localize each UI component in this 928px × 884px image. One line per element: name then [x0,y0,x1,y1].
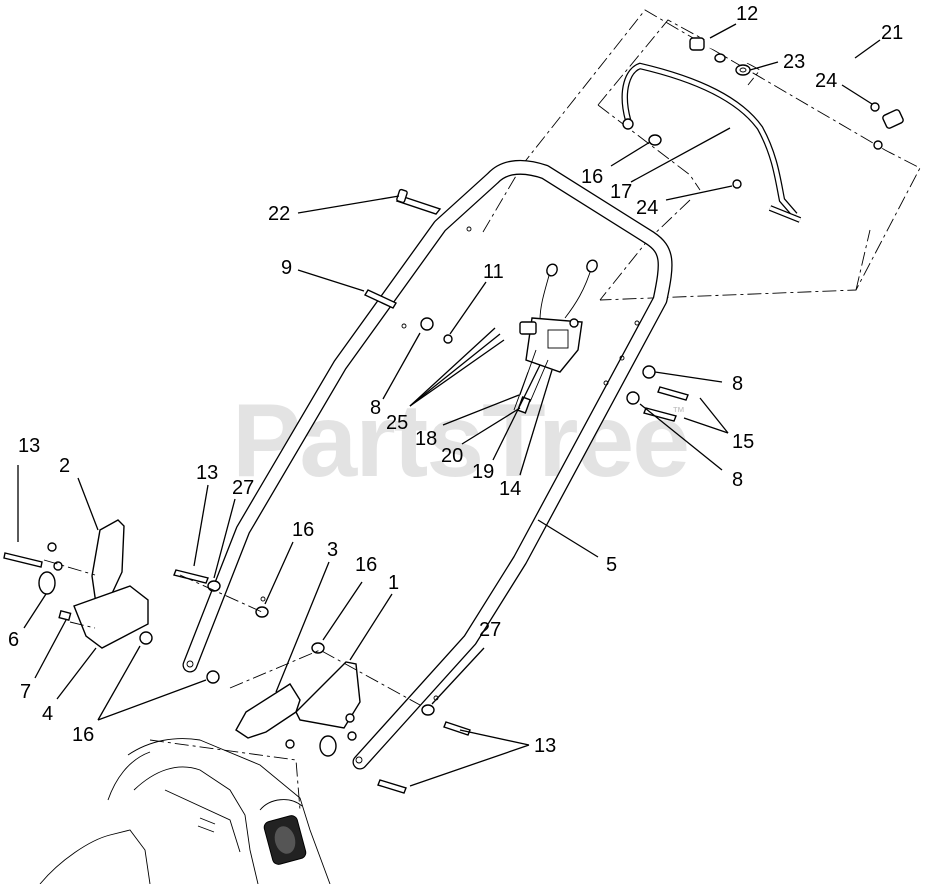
right-bracket-assembly [229,642,471,794]
bracket-3 [235,683,301,739]
spacer-right [319,735,337,757]
part-24-nut-b [732,179,742,189]
callout-23: 23 [783,51,805,73]
part-8-washer-right-a [642,365,656,379]
callout-18: 18 [415,428,437,450]
callout-27: 27 [232,477,254,499]
callout-11: 11 [483,261,504,283]
callout-6: 6 [8,629,19,651]
washer-27-upper [207,580,221,592]
callout-17: 17 [610,181,632,203]
callout-15: 15 [732,431,754,453]
callout-21: 21 [881,22,903,44]
callout-8: 8 [370,397,381,419]
spacer-6 [38,571,56,595]
callout-22: 22 [268,203,290,225]
callout-16: 16 [292,519,314,541]
callout-2: 2 [59,455,70,477]
mid-hardware [363,188,689,422]
part-15-bolt-b [643,407,677,422]
callout-13: 13 [18,435,40,457]
left-bracket-assembly [3,519,153,649]
callout-16: 16 [355,554,377,576]
leader-lines [17,23,881,787]
callout-25: 25 [386,412,408,434]
part-15-bolt-a [657,386,689,401]
bolt-13-left [3,552,43,568]
callout-8: 8 [732,373,743,395]
callout-27: 27 [479,619,501,641]
bail-17 [621,62,802,223]
bolt-13-right-a [443,721,471,736]
washer-27-lower [421,704,435,716]
callout-5: 5 [606,554,617,576]
upper-hardware [648,37,880,189]
part-23-washer-a [714,53,726,63]
nut-16-mid [255,606,269,618]
handle-5 [182,159,673,770]
callout-13: 13 [534,735,556,757]
part-8-washer-left [420,317,434,331]
plate-4 [73,585,149,649]
callout-4: 4 [42,703,53,725]
control-box-assembly [513,259,598,414]
callout-8: 8 [732,469,743,491]
nut-16-lower [206,670,220,684]
part-9-pin [363,289,398,309]
callout-19: 19 [472,461,494,483]
watermark-text: PartsTree [232,383,688,499]
callout-7: 7 [20,681,31,703]
callout-9: 9 [281,257,292,279]
part-23-washer-b [735,64,751,76]
nut-16-right [311,642,325,654]
part-8-washer-right-b [626,391,640,405]
callout-16: 16 [581,166,603,188]
bracket-2 [91,519,125,605]
callout-13: 13 [196,462,218,484]
bolt-7 [58,609,72,622]
callout-12: 12 [736,3,758,25]
part-12-body [689,37,705,51]
middle-hardware-left [173,569,269,684]
part-16-nut-upper [648,134,662,146]
callout-24: 24 [636,197,658,219]
mower-deck [39,738,331,884]
bail-21 [699,9,914,150]
callout-24: 24 [815,70,837,92]
callout-1: 1 [388,572,399,594]
callout-3: 3 [327,539,338,561]
callout-16: 16 [72,724,94,746]
bolt-13-mid [173,569,209,584]
callout-14: 14 [499,478,521,500]
bolt-13-right-b [377,779,407,794]
callout-labels: 12 21 23 24 16 17 24 22 9 11 8 25 18 20 … [8,3,903,757]
bracket-1 [295,661,361,729]
callout-20: 20 [441,445,463,467]
part-11-nut [443,334,453,344]
nut-16-left [139,631,153,645]
part-24-nut-a [870,102,880,112]
